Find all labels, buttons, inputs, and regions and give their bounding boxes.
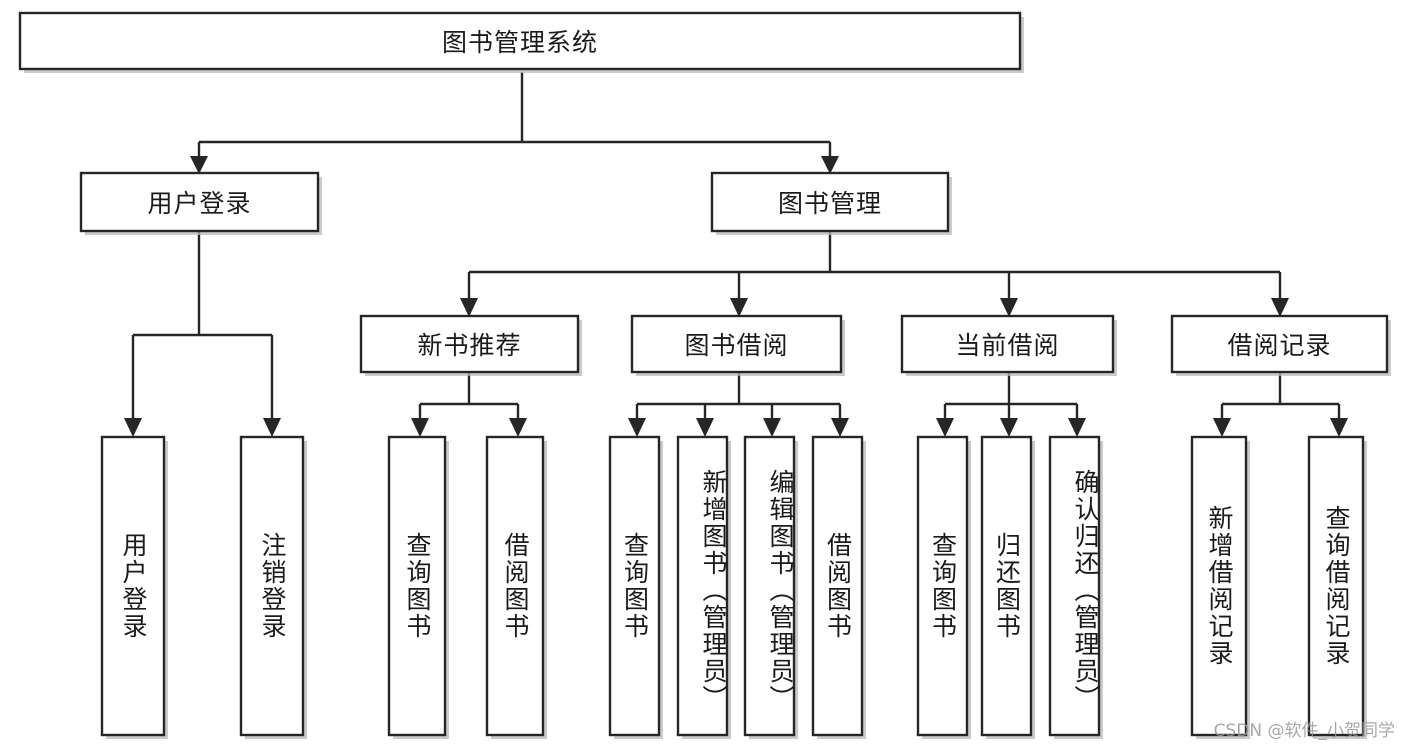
arrow-head-leaf-return-book: [1000, 418, 1018, 437]
leaf-query-record-box[interactable]: [1307, 435, 1365, 737]
arrow-head-leaf-query-record: [1330, 418, 1348, 437]
arrow-head-leaf-borrow-book-2: [831, 418, 849, 437]
arrow-head-leaf-logout: [263, 418, 281, 437]
leaf-return-book-box[interactable]: [980, 435, 1033, 737]
leaf-borrow-book-2-box[interactable]: [811, 435, 864, 737]
node-new-book-rec-box[interactable]: [359, 314, 580, 374]
arrow-head-leaf-query-book-1: [411, 418, 429, 437]
leaf-confirm-return-box[interactable]: [1048, 435, 1101, 737]
arrow-head-leaf-add-record: [1213, 418, 1231, 437]
leaf-query-book-1-box[interactable]: [387, 435, 447, 737]
node-borrow-record-box[interactable]: [1170, 314, 1389, 374]
leaf-user-login-box[interactable]: [100, 435, 166, 737]
arrow-head-current-borrow: [1000, 298, 1018, 317]
arrow-head-leaf-edit-book: [763, 418, 781, 437]
leaf-add-book-box[interactable]: [676, 435, 729, 737]
leaf-edit-book-box[interactable]: [743, 435, 796, 737]
csdn-watermark: CSDN @软件_小贺同学: [1213, 721, 1395, 741]
arrow-head-leaf-confirm-return: [1068, 418, 1086, 437]
node-user-login-box[interactable]: [79, 171, 320, 233]
leaf-query-book-3-box[interactable]: [916, 435, 969, 737]
node-book-borrow-box[interactable]: [630, 314, 843, 374]
arrow-head-book-manage: [821, 156, 839, 174]
node-root-box[interactable]: [18, 11, 1022, 71]
leaf-add-record-box[interactable]: [1190, 435, 1248, 737]
arrow-head-borrow-record: [1271, 298, 1289, 317]
arrow-head-leaf-query-book-2: [628, 418, 646, 437]
arrow-head-leaf-add-book: [696, 418, 714, 437]
node-current-borrow-box[interactable]: [900, 314, 1115, 374]
node-book-manage-box[interactable]: [710, 171, 950, 233]
arrow-head-book-borrow: [730, 298, 748, 317]
arrow-head-new-book-rec: [460, 298, 478, 317]
arrow-head-leaf-user-login: [124, 418, 142, 437]
arrow-head-leaf-borrow-book-1: [509, 418, 527, 437]
node-layer: [18, 11, 1391, 739]
leaf-query-book-2-box[interactable]: [608, 435, 661, 737]
arrow-head-user-login: [190, 156, 208, 174]
connector-layer: [124, 72, 1348, 437]
arrow-head-leaf-query-book-3: [936, 418, 954, 437]
leaf-borrow-book-1-box[interactable]: [485, 435, 545, 737]
leaf-logout-box[interactable]: [239, 435, 305, 737]
